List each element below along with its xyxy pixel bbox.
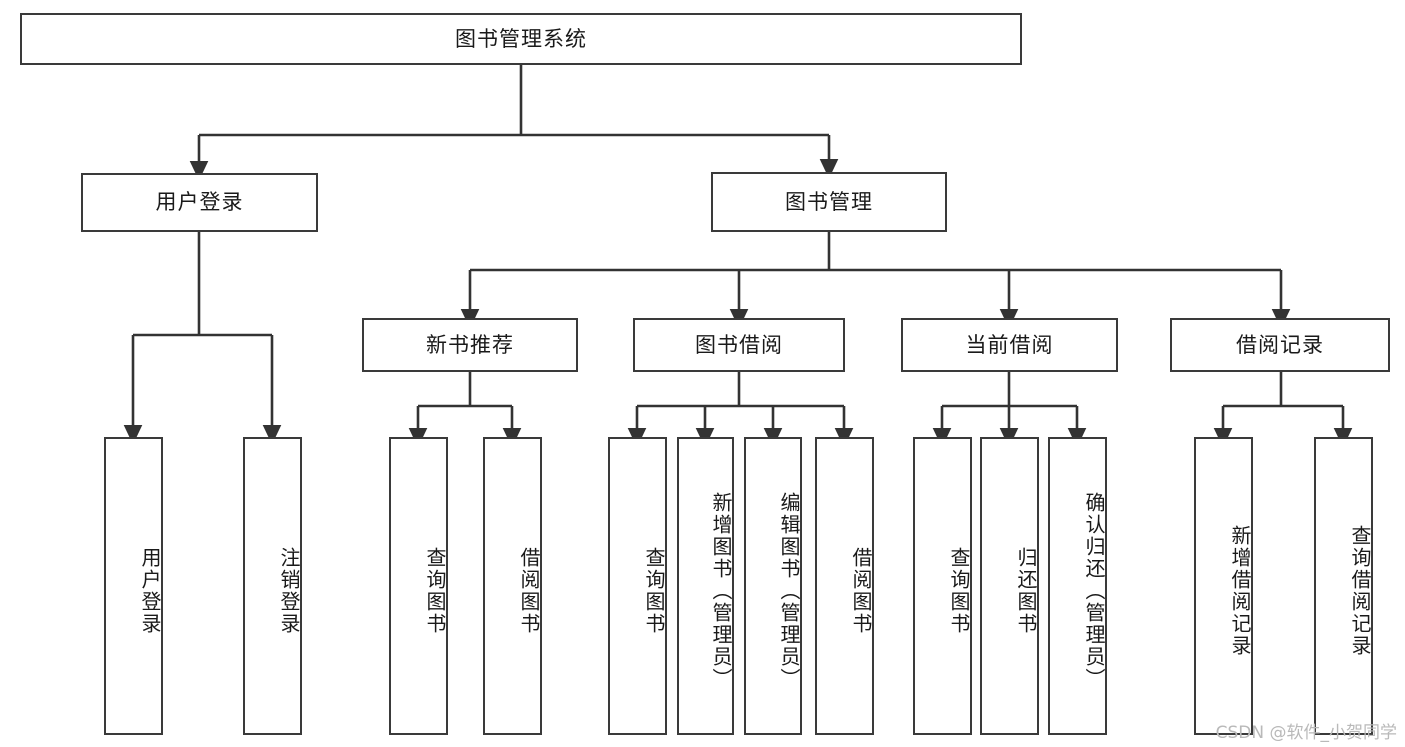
- watermark: CSDN @软件_小贺同学: [1215, 723, 1397, 743]
- leaf-label: 新增图书（管理员）: [709, 492, 733, 690]
- leaf-label: 确认归还（管理员）: [1082, 492, 1106, 690]
- node-root[interactable]: 图书管理系统: [20, 13, 1022, 65]
- leaf-recommend-borrow-book[interactable]: 借阅图书: [483, 437, 542, 735]
- leaf-label: 注销登录: [277, 547, 301, 635]
- leaf-current-confirm-return[interactable]: 确认归还（管理员）: [1048, 437, 1107, 735]
- leaf-record-query-record[interactable]: 查询借阅记录: [1314, 437, 1373, 735]
- leaf-label: 借阅图书: [849, 547, 873, 635]
- leaf-label: 新增借阅记录: [1228, 525, 1252, 657]
- leaf-current-return-book[interactable]: 归还图书: [980, 437, 1039, 735]
- leaf-user-login-signin[interactable]: 用户登录: [104, 437, 163, 735]
- leaf-borrow-borrow-book[interactable]: 借阅图书: [815, 437, 874, 735]
- node-user-login[interactable]: 用户登录: [81, 173, 318, 232]
- leaf-label: 归还图书: [1014, 547, 1038, 635]
- node-book-borrow-label: 图书借阅: [695, 332, 783, 357]
- leaf-recommend-query-book[interactable]: 查询图书: [389, 437, 448, 735]
- leaf-label: 借阅图书: [517, 547, 541, 635]
- leaf-label: 查询借阅记录: [1348, 525, 1372, 657]
- leaf-label: 查询图书: [947, 547, 971, 635]
- leaf-label: 用户登录: [138, 547, 162, 635]
- leaf-record-add-record[interactable]: 新增借阅记录: [1194, 437, 1253, 735]
- leaf-borrow-edit-book[interactable]: 编辑图书（管理员）: [744, 437, 802, 735]
- leaf-borrow-query-book[interactable]: 查询图书: [608, 437, 667, 735]
- node-borrow-record[interactable]: 借阅记录: [1170, 318, 1390, 372]
- node-book-management-label: 图书管理: [785, 189, 873, 214]
- node-root-label: 图书管理系统: [455, 26, 587, 51]
- node-new-book-recommend-label: 新书推荐: [426, 332, 514, 357]
- node-borrow-record-label: 借阅记录: [1236, 332, 1324, 357]
- node-current-borrow[interactable]: 当前借阅: [901, 318, 1118, 372]
- leaf-current-query-book[interactable]: 查询图书: [913, 437, 972, 735]
- node-user-login-label: 用户登录: [155, 190, 244, 215]
- leaf-label: 查询图书: [642, 547, 666, 635]
- leaf-borrow-add-book[interactable]: 新增图书（管理员）: [677, 437, 734, 735]
- leaf-label: 编辑图书（管理员）: [777, 492, 801, 690]
- node-book-management[interactable]: 图书管理: [711, 172, 947, 232]
- leaf-label: 查询图书: [423, 547, 447, 635]
- node-current-borrow-label: 当前借阅: [965, 332, 1054, 357]
- node-new-book-recommend[interactable]: 新书推荐: [362, 318, 578, 372]
- leaf-user-login-signout[interactable]: 注销登录: [243, 437, 302, 735]
- node-book-borrow[interactable]: 图书借阅: [633, 318, 845, 372]
